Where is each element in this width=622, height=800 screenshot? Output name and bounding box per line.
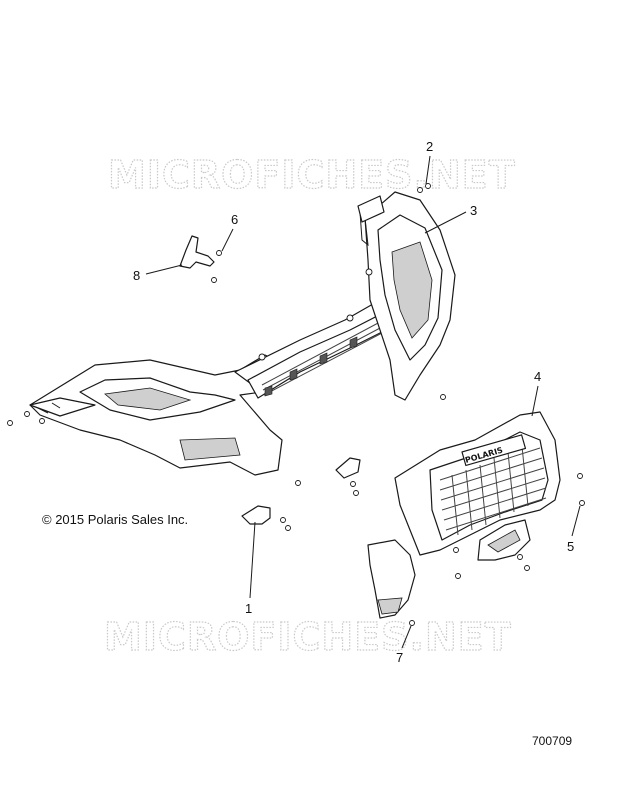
callout-8: 8 — [133, 264, 183, 283]
callout-label-5: 5 — [567, 539, 574, 554]
callout-5: 5 — [567, 505, 581, 554]
callout-label-1: 1 — [245, 601, 252, 616]
callout-label-8: 8 — [133, 268, 140, 283]
watermark-top: MICROFICHES.NET — [108, 153, 516, 197]
watermark-bottom: MICROFICHES.NET — [104, 615, 512, 659]
callout-1: 1 — [245, 521, 256, 616]
callout-label-4: 4 — [534, 369, 541, 384]
front-grille-assembly: POLARIS — [367, 411, 561, 619]
callout-label-3: 3 — [470, 203, 477, 218]
bracket-upper — [179, 235, 222, 283]
callout-3: 3 — [424, 203, 477, 234]
callout-2: 2 — [425, 139, 433, 185]
callout-label-7: 7 — [396, 650, 403, 665]
fasteners — [7, 183, 585, 626]
front-bumper-frame — [29, 191, 456, 476]
bracket-mid — [295, 457, 361, 496]
callout-label-6: 6 — [231, 212, 238, 227]
copyright-text: © 2015 Polaris Sales Inc. — [42, 512, 188, 527]
callout-4: 4 — [531, 369, 541, 417]
reference-number: 700709 — [532, 734, 572, 748]
callout-6: 6 — [221, 212, 238, 252]
bracket-lower — [241, 505, 291, 531]
callout-label-2: 2 — [426, 139, 433, 154]
callout-7: 7 — [396, 625, 412, 665]
